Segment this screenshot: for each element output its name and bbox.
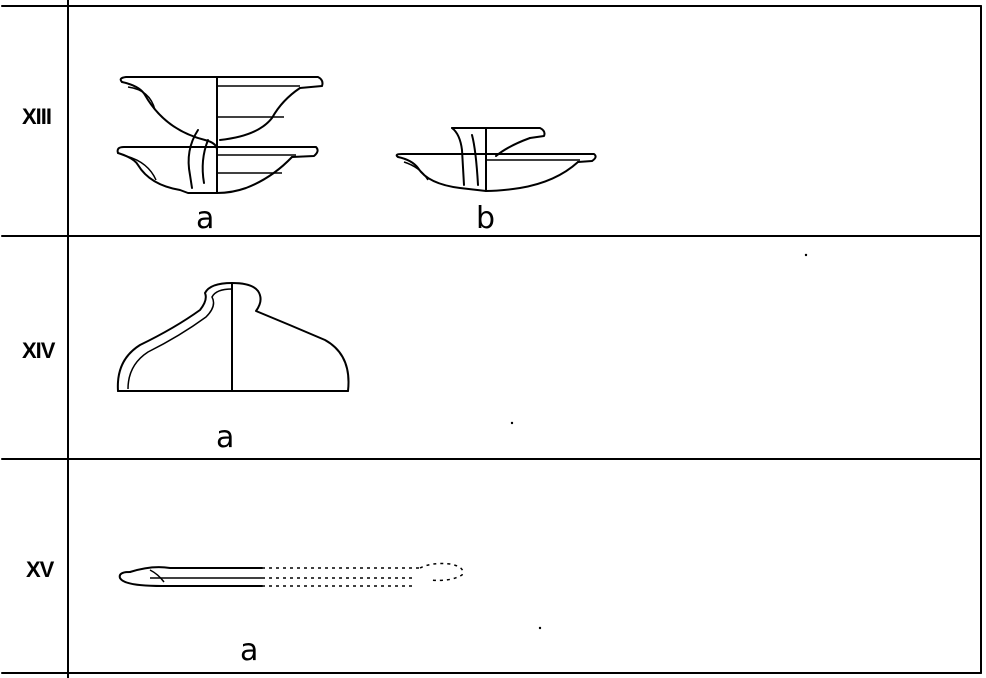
speck [804, 253, 808, 257]
speck [538, 626, 542, 630]
vessel-xiv-a [116, 282, 350, 392]
item-label-xiv-a: a [216, 420, 234, 455]
row-label-xiii: XIII [22, 104, 51, 129]
item-label-xiii-a: a [196, 201, 214, 236]
item-label-xiii-b: b [476, 201, 495, 236]
vessel-xiii-b [395, 127, 597, 192]
speck [510, 421, 514, 425]
item-label-xv-a: a [240, 633, 258, 668]
vessel-xv-a [118, 562, 464, 587]
row-label-xv: XV [26, 557, 55, 582]
row-label-xiv: XIV [22, 338, 56, 363]
vessel-xiii-a [116, 76, 324, 194]
